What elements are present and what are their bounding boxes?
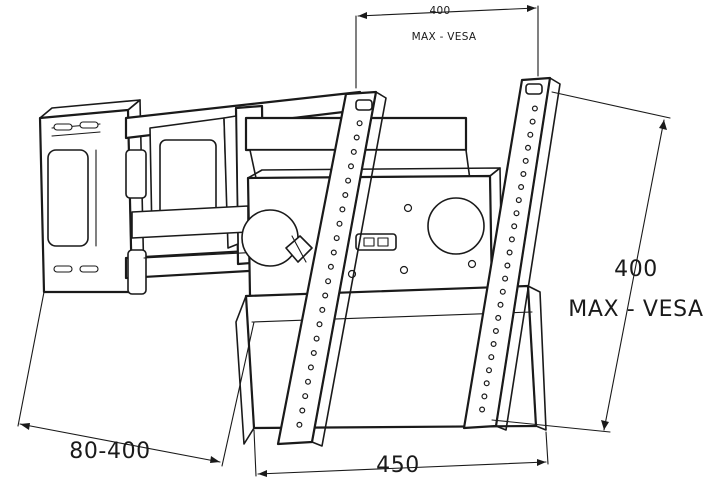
rail-hole bbox=[486, 367, 493, 374]
rail-hole bbox=[506, 249, 513, 256]
rail-hole bbox=[299, 407, 306, 414]
rail-hole bbox=[513, 210, 520, 217]
top-dimension-caption: MAX - VESA bbox=[412, 31, 477, 43]
rail-hole bbox=[490, 341, 497, 348]
rail-hole bbox=[327, 263, 334, 270]
rail-hole bbox=[333, 235, 340, 242]
rail-hole bbox=[515, 197, 522, 204]
rail-hole bbox=[305, 378, 312, 385]
rail-hole bbox=[524, 144, 531, 151]
rail-hole bbox=[348, 163, 355, 170]
rail-hole bbox=[353, 134, 360, 141]
rail-hole bbox=[488, 354, 495, 361]
dimension-top: 400 MAX - VESA bbox=[355, 5, 539, 89]
rail-hole bbox=[319, 306, 326, 313]
rail-hole bbox=[307, 364, 314, 371]
rail-hole bbox=[296, 421, 303, 428]
rail-hole bbox=[313, 335, 320, 342]
rail-hole bbox=[492, 328, 499, 335]
right-vertical-rail bbox=[462, 76, 561, 431]
rail-hole bbox=[342, 192, 349, 199]
rail-hole bbox=[339, 206, 346, 213]
rail-hole bbox=[520, 171, 527, 178]
dimension-left: 80-400 bbox=[17, 291, 255, 467]
left-vertical-rail bbox=[276, 90, 387, 447]
rail-hole bbox=[511, 223, 518, 230]
rail-hole bbox=[495, 314, 502, 321]
rail-hole bbox=[350, 148, 357, 155]
wall-plate bbox=[38, 99, 145, 294]
left-dimension-value: 80-400 bbox=[69, 439, 151, 464]
rail-hole bbox=[483, 380, 490, 387]
rail-hole bbox=[508, 236, 515, 243]
rail-hole bbox=[502, 275, 509, 282]
rail-hole bbox=[529, 118, 536, 125]
rail-hole bbox=[302, 393, 309, 400]
rail-hole bbox=[310, 350, 317, 357]
rail-hole bbox=[522, 157, 529, 164]
tilt-plate bbox=[241, 167, 503, 298]
rail-hole bbox=[479, 406, 486, 413]
rail-hole bbox=[497, 301, 504, 308]
rail-hole bbox=[336, 220, 343, 227]
dimension-bottom: 450 bbox=[253, 429, 549, 478]
rail-hole bbox=[518, 184, 525, 191]
rail-hole bbox=[504, 262, 511, 269]
right-dimension-value: 400 bbox=[614, 257, 658, 282]
top-dimension-value: 400 bbox=[430, 5, 451, 17]
rail-hole bbox=[356, 120, 363, 127]
bottom-dimension-value: 450 bbox=[376, 453, 420, 478]
rail-hole bbox=[330, 249, 337, 256]
right-dimension-caption: MAX - VESA bbox=[568, 297, 703, 322]
rail-hole bbox=[527, 131, 534, 138]
rail-hole bbox=[531, 105, 538, 112]
rail-hole bbox=[481, 393, 488, 400]
rail-hole bbox=[316, 321, 323, 328]
rail-hole bbox=[499, 288, 506, 295]
rail-hole bbox=[325, 278, 332, 285]
dimension-right: 400 MAX - VESA bbox=[491, 91, 703, 433]
rail-hole bbox=[345, 177, 352, 184]
rail-hole bbox=[322, 292, 329, 299]
